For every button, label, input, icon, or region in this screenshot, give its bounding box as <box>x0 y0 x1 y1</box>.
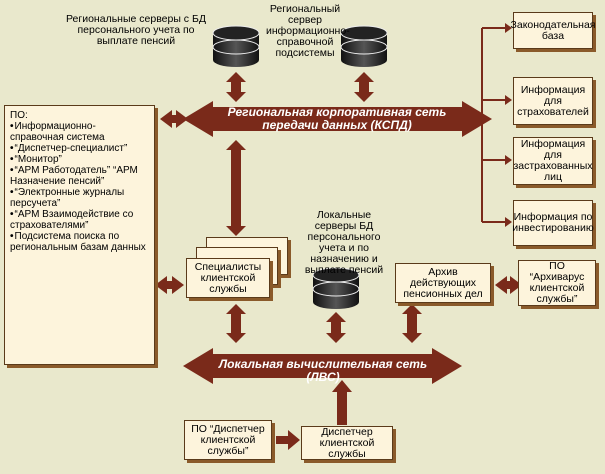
info-kspd-arrow <box>354 72 374 102</box>
poarchive-archive-arrow <box>495 276 522 294</box>
legislation-box: Законодательная база <box>511 12 596 49</box>
dispatcher-box: Диспетчер клиентской службы <box>301 426 393 460</box>
specialists-box: Специалисты клиентской службы <box>186 258 270 298</box>
right-tree <box>481 23 512 227</box>
info-db-icon <box>340 25 388 67</box>
lvs-label: Локальная вычислительная сеть (ЛВС) <box>218 357 428 384</box>
po-item-arm-interaction: “АРМ Взаимодействие со страхователями” <box>10 209 149 231</box>
po-dispatcher-box: ПО “Диспетчер клиентской службы” <box>184 420 272 460</box>
po-item-monitor: “Монитор” <box>10 154 149 165</box>
regional-kspd-arrow <box>226 72 246 102</box>
po-list-title: ПО: <box>10 110 28 121</box>
info-server-label: Региональный сервер информационно-справо… <box>266 3 350 59</box>
po-item-search: Подсистема поиска по региональным базам … <box>10 231 149 253</box>
po-kspd-arrow <box>160 110 188 128</box>
kspd-label: Региональная корпоративная сеть передачи… <box>227 105 447 132</box>
podispatcher-dispatcher-arrow <box>276 430 300 450</box>
local-servers-label: Локальные серверы БД персонального учета… <box>304 209 384 276</box>
investment-info-box: Информация по инвестированию <box>512 200 594 246</box>
regional-db-icon <box>212 25 260 67</box>
archive-lvs-arrow <box>402 304 422 343</box>
local-db-icon <box>312 267 360 309</box>
insured-info-box: Информация для застрахованных лиц <box>513 137 593 185</box>
dispatcher-lvs-arrow <box>332 380 352 425</box>
insurers-info-box: Информация для страхователей <box>513 77 593 125</box>
po-archive-box: ПО “Архиварус клиентской службы” <box>518 260 596 306</box>
localdb-lvs-arrow <box>326 312 346 343</box>
lvs-ribbon <box>183 348 462 384</box>
kspd-ribbon <box>183 101 492 137</box>
po-specialists-arrow <box>155 276 184 294</box>
archive-box: Архив действующих пенсионных дел <box>395 263 491 303</box>
po-item-arm-employer: “АРМ Работодатель” “АРМ Назначение пенси… <box>10 165 149 187</box>
po-item-info-system: Информационно-справочная система <box>10 121 149 143</box>
po-list-box: ПО: Информационно-справочная система “Ди… <box>4 105 155 365</box>
po-item-journals: “Электронные журналы персучета” <box>10 187 149 209</box>
regional-servers-label: Региональные серверы с БД персонального … <box>66 13 206 47</box>
po-item-dispatcher: “Диспетчер-специалист” <box>10 143 149 154</box>
kspd-specialists-arrow <box>226 140 246 236</box>
specialists-lvs-arrow <box>226 304 246 343</box>
